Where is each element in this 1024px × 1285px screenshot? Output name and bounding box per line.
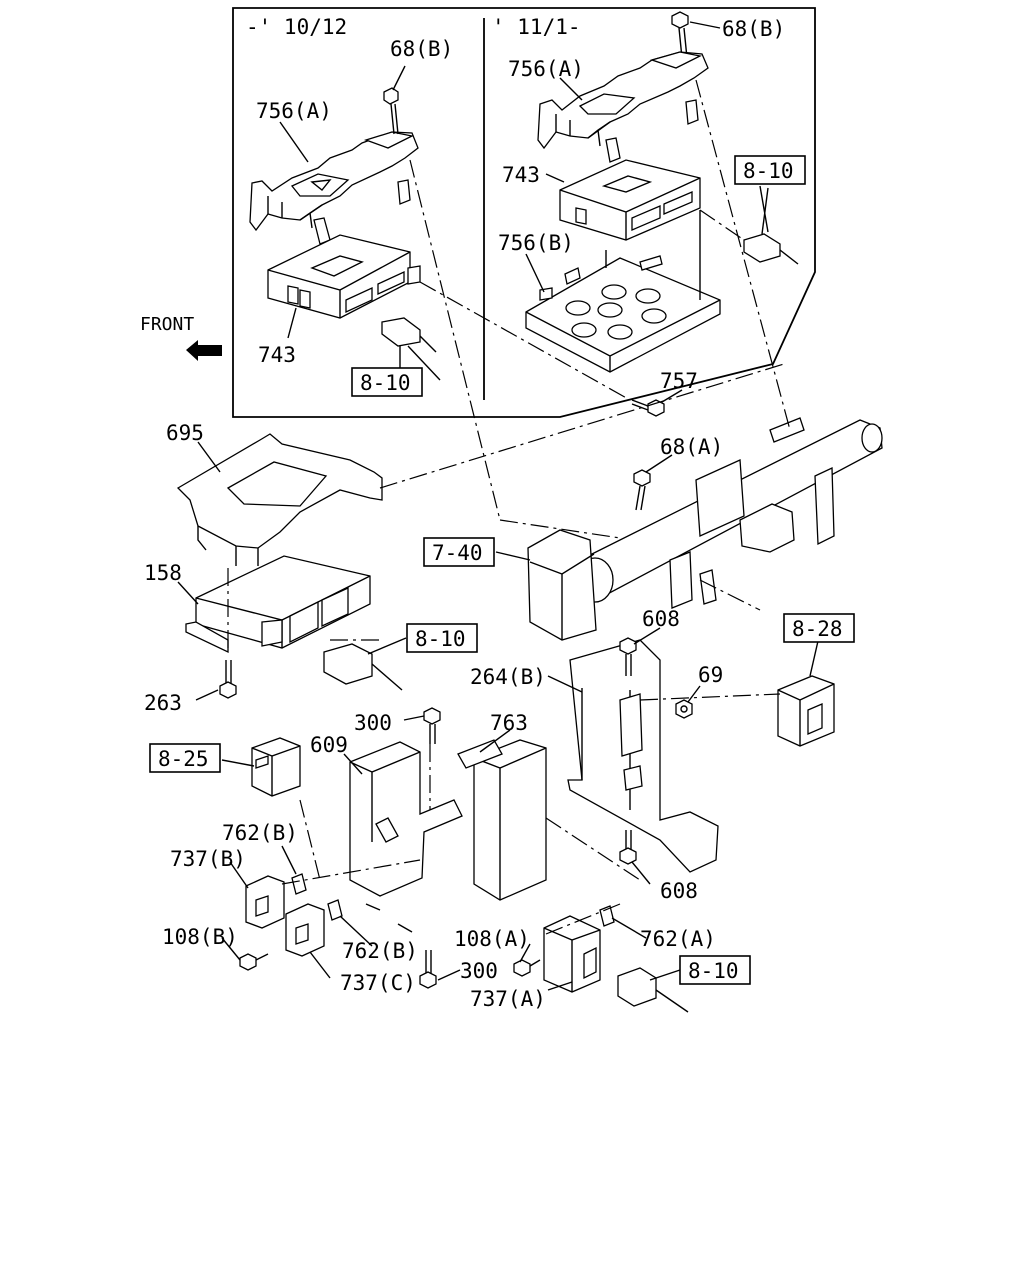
inset-frame (232, 7, 816, 418)
label-763: 763 (490, 711, 528, 735)
ref-label-740: 7-40 (432, 541, 483, 565)
cross-beam (576, 417, 883, 609)
ref-label-810-mid: 8-10 (415, 627, 466, 651)
label-757: 757 (660, 369, 698, 393)
label-756a-left: 756(A) (256, 99, 332, 123)
label-300-bottom: 300 (460, 959, 498, 983)
ref-box-810-bottom[interactable]: 8-10 (679, 955, 751, 985)
label-158: 158 (144, 561, 182, 585)
clip-762b-top (291, 873, 307, 895)
bolt-263 (219, 660, 237, 699)
ref-box-828[interactable]: 8-28 (783, 613, 855, 643)
ecu-158 (185, 555, 371, 654)
relay-737a (543, 915, 601, 993)
bolt-300-bottom (419, 950, 437, 989)
label-609: 609 (310, 733, 348, 757)
nut-69 (675, 699, 693, 719)
ref-box-810-mid[interactable]: 8-10 (406, 623, 478, 653)
label-108a: 108(A) (454, 927, 530, 951)
label-737a: 737(A) (470, 987, 546, 1011)
label-762b-top: 762(B) (222, 821, 298, 845)
ref-label-810-right: 8-10 (743, 159, 794, 183)
leader-lines (177, 21, 819, 991)
relay-737c (285, 903, 325, 957)
ref-label-825: 8-25 (158, 747, 209, 771)
bracket-695 (176, 433, 383, 566)
label-737c: 737(C) (340, 971, 416, 995)
bolt-608-top (619, 637, 637, 676)
label-695: 695 (166, 421, 204, 445)
label-68b-right: 68(B) (722, 17, 785, 41)
connector-bottom (617, 967, 689, 1013)
label-608-bottom: 608 (660, 879, 698, 903)
label-68a: 68(A) (660, 435, 723, 459)
bolt-108b (239, 953, 269, 971)
label-743-right: 743 (502, 163, 540, 187)
bolt-608-bottom (619, 830, 637, 865)
connector-mid (323, 643, 403, 691)
label-264b: 264(B) (470, 665, 546, 689)
module-8-28 (777, 675, 835, 747)
bracket-7-40 (527, 529, 597, 641)
label-69: 69 (698, 663, 723, 687)
left-inset-assembly (249, 87, 437, 370)
period-label-left: -' 10/12 (246, 15, 347, 39)
label-300-top: 300 (354, 711, 392, 735)
ref-label-828: 8-28 (792, 617, 843, 641)
ref-box-810-right[interactable]: 8-10 (734, 155, 806, 185)
right-inset-assembly (525, 11, 799, 417)
ref-label-810-bottom: 8-10 (688, 959, 739, 983)
period-label-right: ' 11/1- (492, 15, 581, 39)
label-743-left: 743 (258, 343, 296, 367)
bolt-300-top (423, 707, 441, 744)
labels: -' 10/12 ' 11/1- FRONT 68(B) 756(A) 743 … (140, 15, 785, 1011)
ref-label-810-left: 8-10 (360, 371, 411, 395)
label-263: 263 (144, 691, 182, 715)
front-arrow-icon (186, 340, 222, 361)
label-608-top: 608 (642, 607, 680, 631)
label-737b: 737(B) (170, 847, 246, 871)
front-label: FRONT (140, 314, 194, 335)
label-756a-right: 756(A) (508, 57, 584, 81)
bolt-68a (633, 469, 651, 511)
label-762b-bottom: 762(B) (342, 939, 418, 963)
bracket-264b (567, 639, 719, 873)
clip-762b-bottom (327, 899, 343, 921)
assembly-lines (227, 79, 791, 935)
relay-737b (245, 875, 285, 929)
label-68b-left: 68(B) (390, 37, 453, 61)
bracket-763 (457, 739, 547, 901)
label-108b: 108(B) (162, 925, 238, 949)
label-756b-right: 756(B) (498, 231, 574, 255)
ref-box-810-left[interactable]: 8-10 (351, 367, 423, 397)
module-8-25 (251, 737, 301, 797)
ref-box-740[interactable]: 7-40 (423, 537, 495, 567)
bracket-609 (349, 741, 463, 897)
bolts-609 (365, 903, 413, 933)
label-762a: 762(A) (640, 927, 716, 951)
bolt-108a (513, 959, 541, 977)
ref-box-825[interactable]: 8-25 (149, 743, 221, 773)
